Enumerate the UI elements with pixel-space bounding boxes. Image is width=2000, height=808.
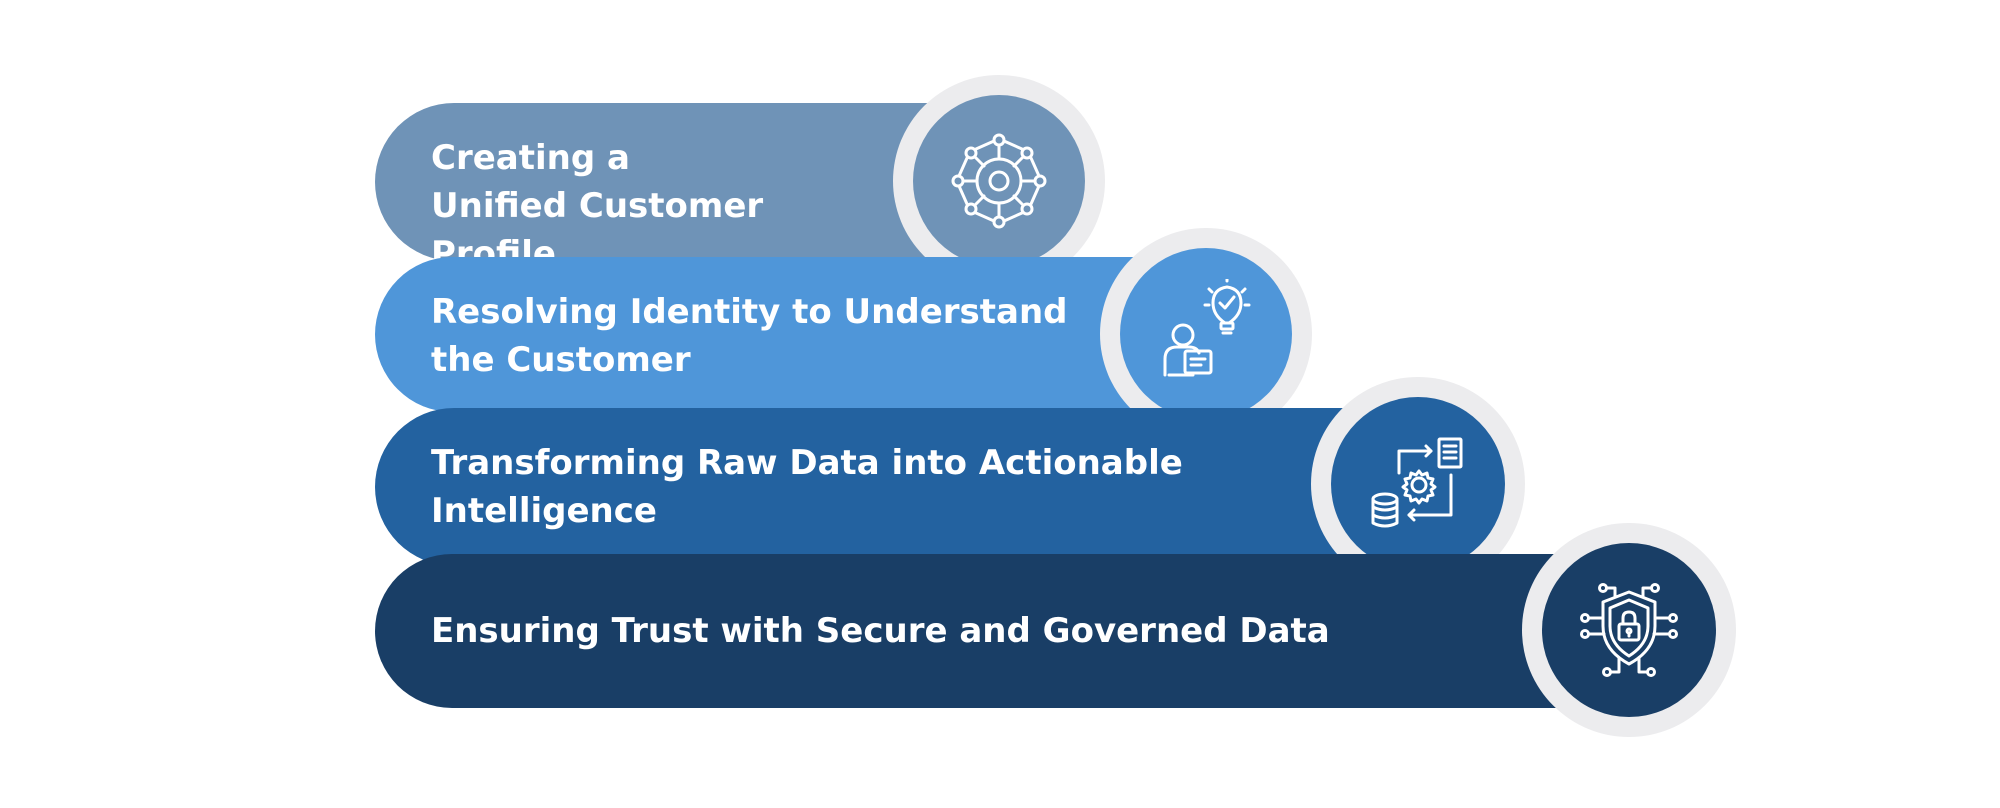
step-bar-4: Ensuring Trust with Secure and Governed … <box>375 554 1570 708</box>
data-process-icon <box>1371 437 1463 528</box>
step-bar-3: Transforming Raw Data into Actionable In… <box>375 408 1360 566</box>
step-label-1: Creating a Unified Customer Profile <box>431 138 764 274</box>
network-hub-icon <box>951 133 1047 229</box>
step-label-2: Resolving Identity to Understand the Cus… <box>431 292 1068 380</box>
shield-lock-icon <box>1580 583 1678 677</box>
step-icon-disc-2 <box>1120 248 1292 420</box>
step-icon-disc-4 <box>1542 543 1716 717</box>
person-idea-icon <box>1163 279 1251 377</box>
step-bar-2: Resolving Identity to Understand the Cus… <box>375 257 1145 412</box>
step-label-4: Ensuring Trust with Secure and Governed … <box>431 611 1330 651</box>
step-icon-disc-1 <box>913 95 1085 267</box>
step-icon-disc-3 <box>1331 397 1505 571</box>
step-bar-1: Creating a Unified Customer Profile <box>375 103 935 274</box>
step-label-3: Transforming Raw Data into Actionable In… <box>431 443 1183 531</box>
